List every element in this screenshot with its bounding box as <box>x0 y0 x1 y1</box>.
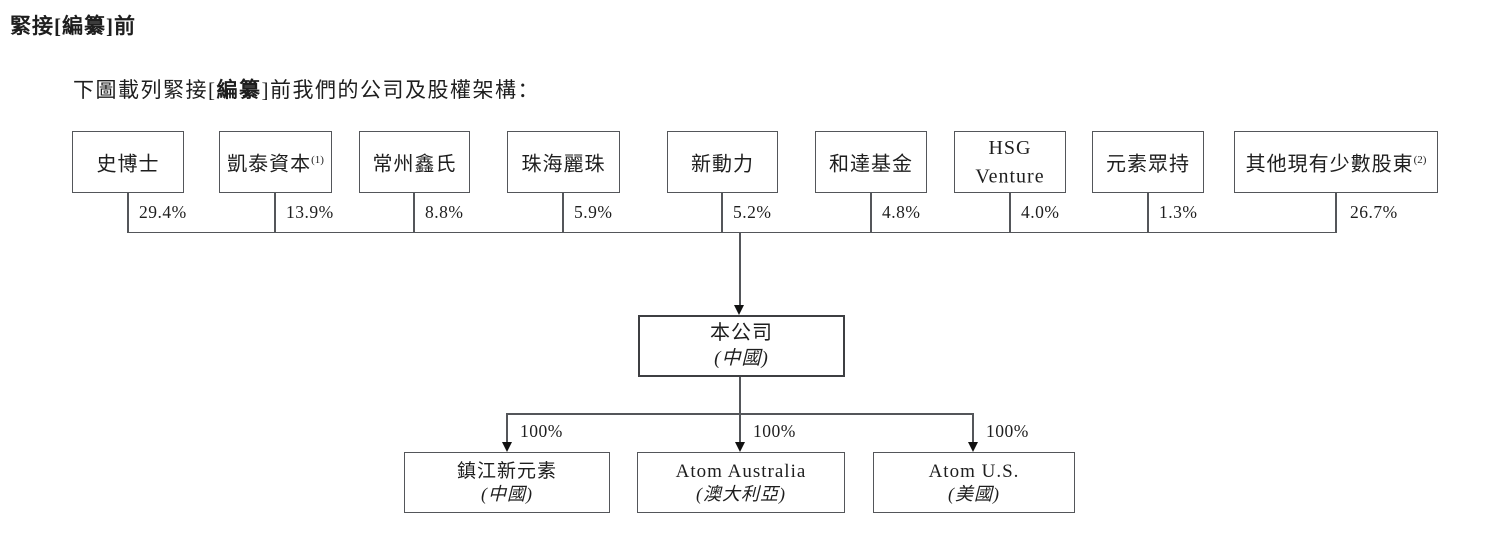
subsidiary-box-atom-us: Atom U.S. (美國) <box>873 452 1075 513</box>
arrowhead-icon <box>734 442 745 452</box>
subsidiary-box-atom-australia: Atom Australia (澳大利亞) <box>637 452 845 513</box>
shareholder-name-text: 元素眾持 <box>1106 153 1190 176</box>
connector-line <box>274 192 276 233</box>
shareholder-box-changzhou-xinshi: 常州鑫氏 <box>359 131 470 193</box>
shareholder-name-text: HSG Venture <box>975 136 1045 188</box>
arrowhead-icon <box>967 442 978 452</box>
ownership-pct: 26.7% <box>1350 202 1398 222</box>
shareholder-box-kaitai-capital: 凱泰資本(1) <box>219 131 332 193</box>
shareholder-name: 凱泰資本(1) <box>227 148 324 177</box>
company-location: (中國) <box>714 348 769 369</box>
company-name: 本公司 <box>710 322 773 344</box>
shareholder-name-text: 其他現有少數股東 <box>1245 153 1414 176</box>
page-title: 緊接[編纂]前 <box>10 14 136 38</box>
shareholder-name-text: 新動力 <box>691 153 754 176</box>
ownership-pct: 29.4% <box>139 202 187 222</box>
shareholder-name-text: 史博士 <box>96 153 160 176</box>
footnote-marker: (2) <box>1413 153 1427 166</box>
caption-post: ]前我們的公司及股權架構： <box>261 78 540 102</box>
connector-line <box>870 192 872 233</box>
shareholder-box-zhuhai-lizhu: 珠海麗珠 <box>507 131 620 193</box>
ownership-pct: 5.9% <box>574 202 613 222</box>
connector-line <box>739 232 741 307</box>
ownership-pct: 13.9% <box>286 202 334 222</box>
ownership-pct: 4.8% <box>882 202 921 222</box>
shareholder-box-hsg-venture: HSG Venture <box>954 131 1066 193</box>
shareholder-box-other-minority: 其他現有少數股東(2) <box>1234 131 1438 193</box>
connector-line <box>739 377 741 414</box>
ownership-pct: 8.8% <box>425 202 464 222</box>
shareholder-name-text: 珠海麗珠 <box>521 153 606 176</box>
arrowhead-icon <box>501 442 512 452</box>
connector-line <box>739 413 741 444</box>
shareholder-name-text: 常州鑫氏 <box>372 153 457 176</box>
shareholder-name-text: 凱泰資本 <box>227 153 312 176</box>
shareholder-name: 史博士 <box>97 148 160 177</box>
connector-line <box>1147 192 1149 233</box>
footnote-marker: (1) <box>311 153 324 166</box>
connector-line <box>562 192 564 233</box>
subsidiary-name: 鎮江新元素 <box>456 460 557 482</box>
shareholder-box-shi-boshi: 史博士 <box>72 131 184 193</box>
subsidiary-location: (中國) <box>481 483 533 504</box>
ownership-pct: 4.0% <box>1021 202 1060 222</box>
connector-line <box>506 413 508 444</box>
company-box: 本公司 (中國) <box>638 315 845 377</box>
shareholder-box-xindongli: 新動力 <box>667 131 778 193</box>
subsidiary-box-zhenjiang-xinyuansu: 鎮江新元素 (中國) <box>404 452 610 513</box>
subsidiary-name: Atom U.S. <box>928 460 1020 482</box>
diagram-caption: 下圖載列緊接[編纂]前我們的公司及股權架構： <box>73 74 540 104</box>
arrowhead-icon <box>734 305 744 315</box>
shareholder-name: 常州鑫氏 <box>373 148 457 177</box>
ownership-pct: 100% <box>986 421 1029 441</box>
shareholder-name: 新動力 <box>691 148 754 177</box>
subsidiary-name: Atom Australia <box>675 460 807 482</box>
shareholder-name: 珠海麗珠 <box>522 148 606 177</box>
caption-redacted-term: 編纂 <box>216 78 262 102</box>
shareholder-name: 和達基金 <box>829 148 913 177</box>
connector-line <box>127 192 129 233</box>
shareholder-bus-line <box>127 231 1336 233</box>
connector-line <box>1009 192 1011 233</box>
shareholder-box-yuansu-zhongchi: 元素眾持 <box>1092 131 1204 193</box>
shareholder-name-text: 和達基金 <box>829 153 913 176</box>
shareholder-name: 其他現有少數股東(2) <box>1246 148 1427 177</box>
connector-line <box>413 192 415 233</box>
caption-pre: 下圖載列緊接[ <box>73 78 217 102</box>
ownership-pct: 1.3% <box>1159 202 1198 222</box>
connector-line <box>1335 192 1337 233</box>
ownership-pct: 100% <box>753 421 796 441</box>
ownership-pct: 5.2% <box>733 202 772 222</box>
shareholder-name: 元素眾持 <box>1106 148 1190 177</box>
connector-line <box>972 413 974 444</box>
shareholder-name: HSG Venture <box>975 136 1044 189</box>
subsidiary-location: (澳大利亞) <box>696 483 786 504</box>
subsidiary-location: (美國) <box>948 483 1000 504</box>
ownership-pct: 100% <box>520 421 563 441</box>
shareholder-box-heda-fund: 和達基金 <box>815 131 927 193</box>
connector-line <box>721 192 723 233</box>
